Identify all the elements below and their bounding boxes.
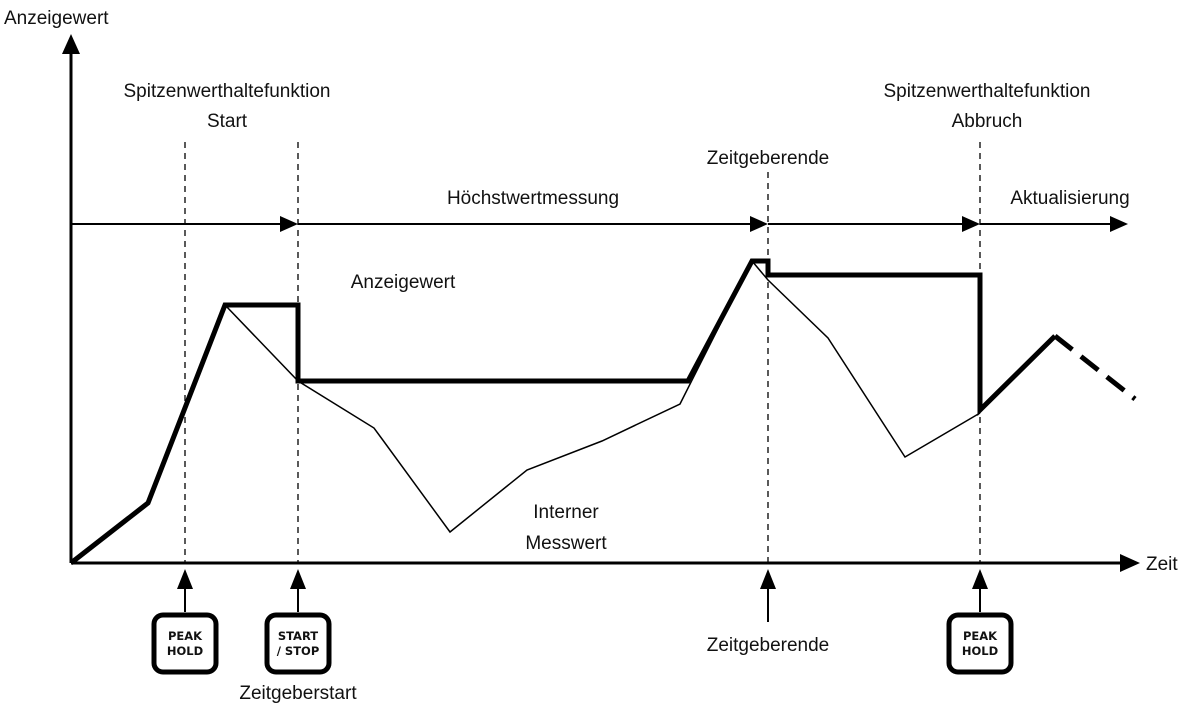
x-axis [71, 554, 1140, 572]
peak-hold-key-1-line1: PEAK [168, 629, 203, 643]
peak-hold-abort-label-line2: Abbruch [952, 111, 1023, 132]
up-arrow-icon [290, 569, 306, 589]
max-measurement-label: Höchstwertmessung [447, 188, 619, 209]
update-label: Aktualisierung [1010, 188, 1129, 209]
timer-end-bottom-label: Zeitgeberende [707, 635, 830, 656]
peak-hold-abort-label-line1: Spitzenwerthaltefunktion [883, 81, 1090, 102]
peak-hold-start-label-line1: Spitzenwerthaltefunktion [123, 81, 330, 102]
y-axis [62, 34, 80, 563]
display-value-label: Anzeigewert [351, 272, 456, 293]
x-axis-label: Zeit [1146, 554, 1178, 575]
event-pointer-arrows [177, 569, 988, 622]
start-stop-key-line1: START [278, 629, 318, 643]
displayed-value-continuation [1053, 334, 1137, 401]
timer-end-top-label: Zeitgeberende [707, 148, 830, 169]
y-axis-label: Anzeigewert [4, 8, 109, 29]
up-arrow-icon [760, 569, 776, 589]
peak-hold-key-2: PEAK HOLD [946, 612, 1014, 675]
internal-value-label-line1: Interner [533, 502, 599, 523]
up-arrow-icon [177, 569, 193, 589]
start-stop-key: START / STOP [264, 612, 332, 675]
phase-arrowhead-4 [1110, 216, 1128, 232]
internal-value-label-line2: Messwert [525, 533, 607, 554]
phase-arrowhead-1 [280, 216, 298, 232]
phase-arrowhead-2 [750, 216, 768, 232]
phase-arrowhead-3 [962, 216, 980, 232]
peak-hold-key-1-line2: HOLD [167, 644, 203, 658]
displayed-value-line [69, 258, 1057, 565]
peak-hold-key-2-line2: HOLD [962, 644, 998, 658]
up-arrow-icon [972, 569, 988, 589]
phase-timeline [71, 216, 1128, 232]
internal-measured-value-line [70, 259, 981, 564]
start-stop-key-line2: / STOP [277, 644, 320, 658]
peak-hold-start-label-line2: Start [207, 111, 248, 132]
peak-hold-key-1: PEAK HOLD [151, 612, 219, 675]
peak-hold-key-2-line1: PEAK [963, 629, 998, 643]
timer-start-label: Zeitgeberstart [239, 683, 357, 704]
